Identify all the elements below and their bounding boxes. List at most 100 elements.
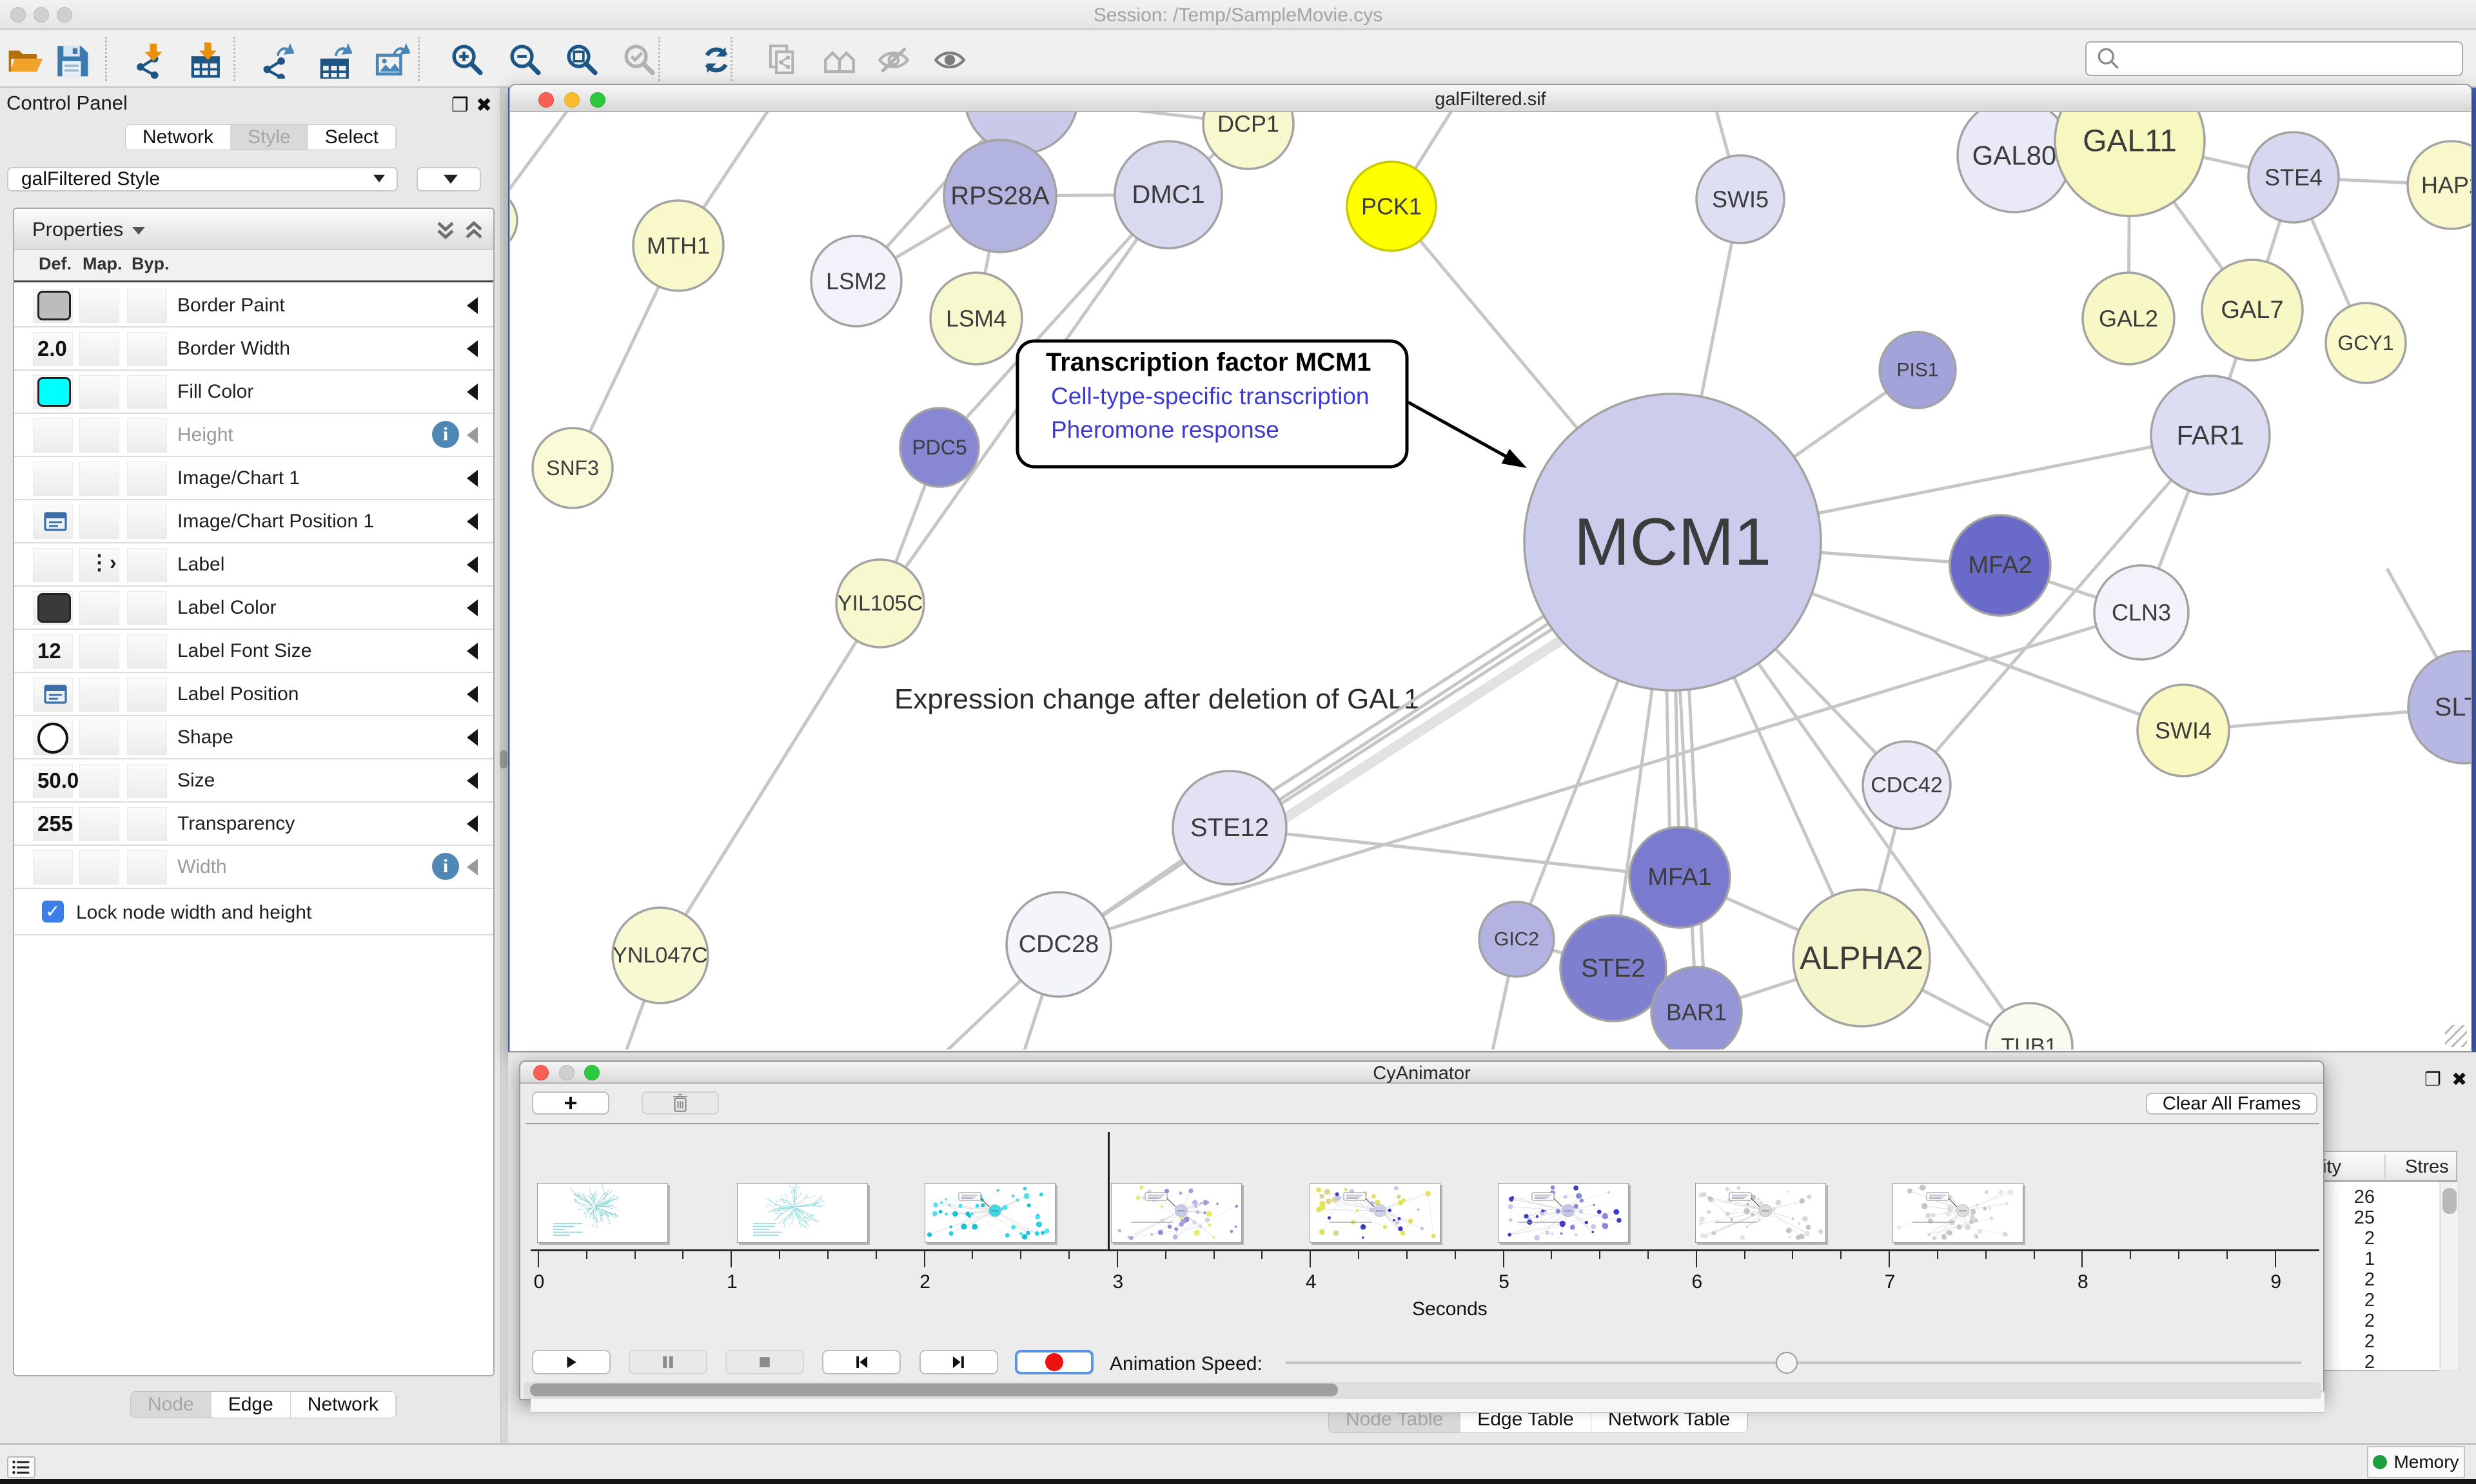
close-window-icon[interactable] <box>538 92 554 108</box>
node-STE2[interactable] <box>1559 914 1667 1022</box>
collapse-row-arrow-icon[interactable] <box>467 686 478 703</box>
property-cell[interactable] <box>33 462 73 496</box>
open-icon[interactable] <box>5 40 45 80</box>
table-cell-value[interactable]: 2 <box>2364 1228 2375 1249</box>
property-cell[interactable] <box>33 850 73 884</box>
float-table-panel-icon[interactable]: ❐ <box>2424 1069 2441 1090</box>
node-MTH1[interactable] <box>632 199 725 292</box>
zoom-in-icon[interactable] <box>447 40 487 80</box>
tab-network[interactable]: Network <box>290 1392 396 1418</box>
pause-button[interactable] <box>629 1350 707 1374</box>
property-cell[interactable] <box>127 332 167 366</box>
property-cell[interactable] <box>33 332 73 366</box>
property-cell[interactable] <box>127 591 167 625</box>
property-cell[interactable] <box>79 418 119 453</box>
property-cell[interactable] <box>127 764 167 798</box>
resize-grip-icon[interactable] <box>2445 1025 2467 1047</box>
property-cell[interactable] <box>127 505 167 539</box>
canvas-text-annotation[interactable]: Expression change after deletion of GAL1 <box>894 683 1420 715</box>
window-zoom-icon[interactable] <box>57 7 72 23</box>
frame-thumbnail-7[interactable]: MCM1 <box>1695 1183 1826 1243</box>
property-cell[interactable] <box>127 375 167 409</box>
node-GAL7[interactable] <box>2201 259 2304 362</box>
previous-frame-button[interactable] <box>822 1350 901 1374</box>
splitter-grip[interactable] <box>500 750 507 768</box>
zoom-selected-icon[interactable] <box>620 40 660 80</box>
property-row-image-chart-position-1[interactable]: Image/Chart Position 1 <box>14 500 493 543</box>
close-panel-icon[interactable]: ✖ <box>476 95 493 116</box>
property-cell[interactable] <box>79 850 119 884</box>
default-swatch[interactable] <box>37 291 71 320</box>
hide-selected-icon[interactable] <box>874 40 914 80</box>
zoom-window-icon[interactable] <box>590 92 605 108</box>
import-table-icon[interactable] <box>184 40 224 80</box>
copy-view-icon[interactable] <box>762 40 802 80</box>
node-PCK1[interactable] <box>1346 161 1437 252</box>
info-icon[interactable]: i <box>432 853 459 880</box>
frame-thumbnail-6[interactable]: MCM1 <box>1498 1183 1629 1243</box>
float-panel-icon[interactable]: ❐ <box>451 95 469 116</box>
export-network-icon[interactable] <box>255 40 295 80</box>
cyanimator-titlebar[interactable]: CyAnimator <box>520 1062 2323 1084</box>
export-table-icon[interactable] <box>313 40 353 80</box>
table-cell-value[interactable]: 2 <box>2364 1290 2375 1311</box>
style-options-button[interactable] <box>417 167 481 191</box>
property-cell[interactable] <box>127 850 167 884</box>
frame-thumbnail-3[interactable]: MCM1 <box>925 1183 1056 1243</box>
save-icon[interactable] <box>52 40 92 80</box>
collapse-row-arrow-icon[interactable] <box>467 427 478 444</box>
property-row-label[interactable]: ⋮›Label <box>14 543 493 587</box>
zoom-window-icon[interactable] <box>584 1065 600 1080</box>
timeline-scrollbar[interactable] <box>524 1382 2321 1399</box>
property-cell[interactable] <box>79 591 119 625</box>
node-SWI5[interactable] <box>1695 154 1785 244</box>
table-scrollbar-thumb[interactable] <box>2442 1188 2457 1214</box>
close-window-icon[interactable] <box>533 1065 549 1080</box>
default-value[interactable]: 255 <box>37 812 74 835</box>
frame-thumbnail-5[interactable]: MCM1 <box>1310 1183 1440 1243</box>
node-DMC1[interactable] <box>1114 140 1223 249</box>
property-cell[interactable] <box>79 505 119 539</box>
node-PIS1[interactable] <box>1878 331 1957 409</box>
task-history-button[interactable] <box>7 1456 35 1478</box>
property-cell[interactable] <box>33 634 73 669</box>
property-row-fill-color[interactable]: Fill Color <box>14 371 493 414</box>
timeline-scrollbar-thumb[interactable] <box>530 1383 1338 1396</box>
tab-select[interactable]: Select <box>308 125 397 150</box>
table-column-stress[interactable]: Stres <box>2405 1157 2449 1177</box>
table-cell-value[interactable]: 2 <box>2364 1269 2375 1290</box>
property-cell[interactable] <box>127 289 167 323</box>
property-cell[interactable] <box>127 678 167 712</box>
add-frame-button[interactable]: + <box>532 1089 609 1116</box>
tab-edge[interactable]: Edge <box>211 1392 291 1418</box>
property-cell[interactable] <box>79 634 119 669</box>
collapse-all-icon[interactable] <box>463 218 485 241</box>
frame-thumbnail-4[interactable]: MCM1 <box>1111 1183 1242 1243</box>
property-cell[interactable] <box>33 764 73 798</box>
node-CLN3[interactable] <box>2093 564 2190 661</box>
node-GAL11[interactable] <box>2054 112 2206 217</box>
property-cell[interactable] <box>79 764 119 798</box>
default-swatch[interactable] <box>37 377 71 407</box>
property-cell[interactable] <box>127 634 167 669</box>
collapse-row-arrow-icon[interactable] <box>467 556 478 573</box>
zoom-fit-icon[interactable] <box>562 40 602 80</box>
tab-style[interactable]: Style <box>231 125 308 150</box>
collapse-row-arrow-icon[interactable] <box>467 859 478 875</box>
property-row-label-color[interactable]: Label Color <box>14 587 493 630</box>
clear-all-frames-button[interactable]: Clear All Frames <box>2146 1093 2317 1115</box>
node-EDGEL[interactable] <box>510 190 518 251</box>
default-value[interactable]: 2.0 <box>37 337 67 360</box>
close-table-panel-icon[interactable]: ✖ <box>2451 1069 2468 1090</box>
property-cell[interactable] <box>79 289 119 323</box>
property-cell[interactable] <box>127 418 167 453</box>
next-frame-button[interactable] <box>919 1350 998 1374</box>
property-cell[interactable] <box>79 462 119 496</box>
table-column-ity[interactable]: ity <box>2323 1157 2341 1177</box>
timeline-cursor[interactable] <box>1108 1132 1110 1249</box>
minimize-window-icon[interactable] <box>559 1065 575 1080</box>
refresh-icon[interactable] <box>696 40 736 80</box>
